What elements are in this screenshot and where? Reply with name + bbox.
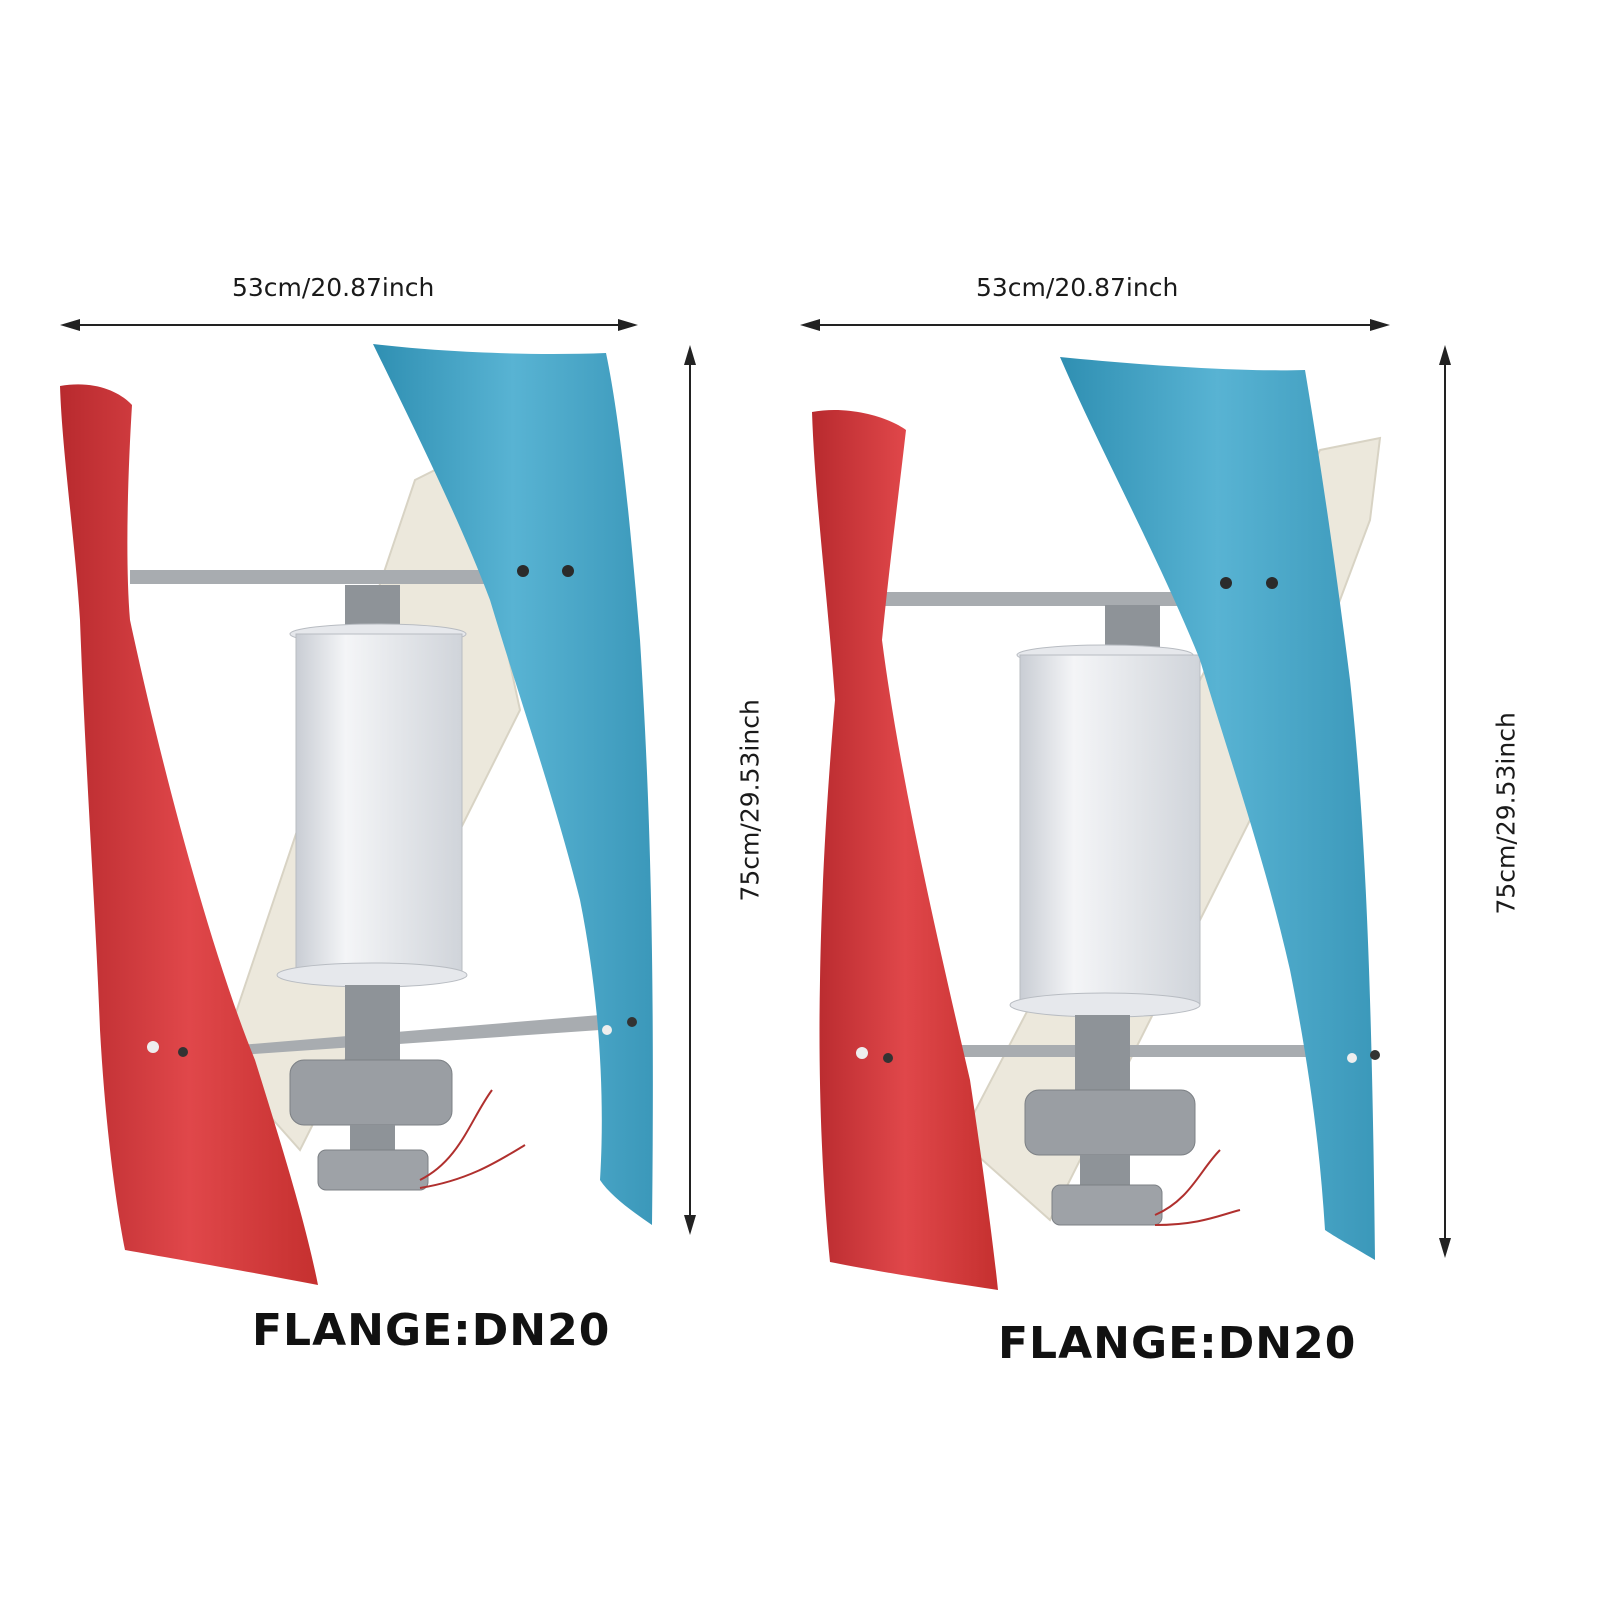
width-label: 53cm/20.87inch (232, 273, 435, 302)
wind-turbine-illustration-right (800, 319, 1451, 1291)
red-blade (60, 384, 318, 1285)
red-blade (812, 410, 998, 1291)
blue-blade (373, 344, 653, 1225)
height-label: 75cm/29.53inch (1491, 712, 1521, 915)
flange-base (1024, 1089, 1196, 1156)
generator-housing (295, 633, 463, 975)
blue-blade (1060, 357, 1375, 1260)
flange-base (289, 1059, 453, 1126)
generator-housing (1019, 654, 1201, 1006)
flange-label: FLANGE:DN20 (998, 1318, 1357, 1369)
product-view-left: 53cm/20.87inch 75cm/29.53inch FLANGE:DN2… (60, 273, 765, 1356)
wind-turbine-illustration-left (60, 319, 696, 1285)
flange-label: FLANGE:DN20 (252, 1305, 611, 1356)
width-label: 53cm/20.87inch (976, 273, 1179, 302)
product-view-right: 53cm/20.87inch 75cm/29.53inch FLANGE:DN2… (760, 0, 1560, 1600)
